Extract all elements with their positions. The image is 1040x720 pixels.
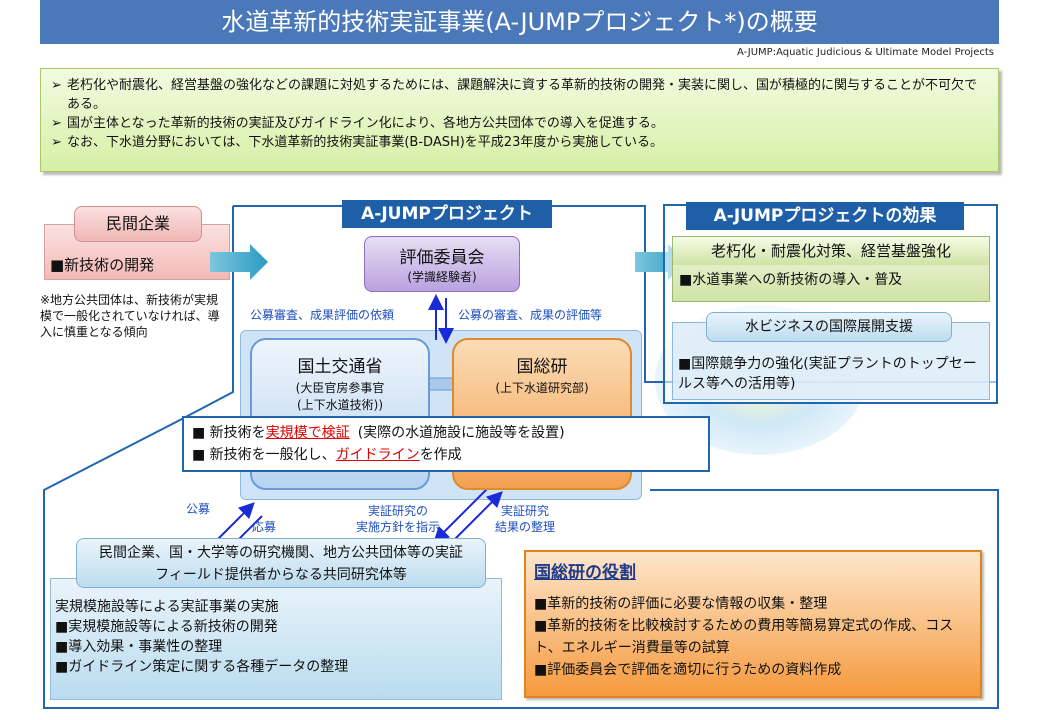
right-arrow-icon (210, 244, 268, 280)
task-2: ■ 新技術を一般化し、ガイドラインを作成 (192, 444, 700, 466)
nilim-role-line: ■革新的技術を比較検討するための費用等簡易算定式の作成、コスト、エネルギー消費量… (534, 618, 954, 656)
summary-panel: ➢ 老朽化や耐震化、経営基盤の強化などの課題に対処するためには、課題解決に資する革… (40, 68, 999, 172)
label-result-1: 実証研究 (500, 504, 549, 518)
summary-bullet: ➢ 老朽化や耐震化、経営基盤の強化などの課題に対処するためには、課題解決に資する革… (51, 76, 988, 114)
label-result: 実証研究 結果の整理 (490, 503, 560, 535)
committee-sub: (学識経験者) (407, 270, 477, 284)
research-line: ■実規模施設等による新技術の開発 (55, 619, 278, 635)
nilim-name: 国総研 (516, 357, 568, 377)
task-text: (実際の水道施設に施設等を設置) (357, 425, 565, 441)
label-request: 公募審査、成果評価の依頼 (250, 308, 395, 322)
research-box: 実規模施設等による実証事業の実施 ■実規模施設等による新技術の開発 ■導入効果・… (50, 578, 502, 700)
task-highlight: 実規模で検証 (265, 425, 350, 441)
nilim-role-box: 国総研の役割 ■革新的技術の評価に必要な情報の収集・整理 ■革新的技術を比較検討… (524, 550, 982, 698)
mlit-sub1: (大臣官房参事官 (295, 381, 385, 395)
task-text: ■ 新技術を (192, 425, 266, 441)
task-highlight: ガイドライン (335, 447, 420, 463)
nilim-role-line: ■革新的技術の評価に必要な情報の収集・整理 (534, 596, 828, 612)
label-koubo: 公募 (186, 502, 211, 516)
research-line: 実規模施設等による実証事業の実施 (55, 599, 279, 615)
summary-text: なお、下水道分野においては、下水道革新的技術実証事業(B-DASH)を平成23年… (67, 135, 663, 150)
label-policy-2: 実施方針を指示 (355, 520, 440, 534)
nilim-role-lines: ■革新的技術の評価に必要な情報の収集・整理 ■革新的技術を比較検討するための費用… (534, 593, 972, 681)
diagonal-arrow-icon (433, 485, 491, 543)
summary-bullet: ➢ 国が主体となった革新的技術の実証及びガイドライン化により、各地方公共団体での導… (51, 114, 988, 133)
label-evaluation: 公募の審査、成果の評価等 (458, 308, 603, 322)
project-title: A-JUMPプロジェクト (342, 200, 552, 228)
private-item: ■新技術の開発 (50, 256, 155, 274)
mlit-sub2: (上下水道技術)) (296, 398, 384, 412)
page-subtitle: A-JUMP:Aquatic Judicious & Ultimate Mode… (737, 47, 994, 58)
research-line: ■ガイドライン策定に関する各種データの整理 (55, 659, 349, 675)
page-title: 水道革新的技術実証事業(A-JUMPプロジェクト*)の概要 (40, 0, 999, 44)
research-line: ■導入効果・事業性の整理 (55, 639, 223, 655)
committee-box: 評価委員会 (学識経験者) (364, 236, 520, 292)
nilim-sub: (上下水道研究部) (495, 381, 589, 395)
research-lines: 実規模施設等による実証事業の実施 ■実規模施設等による新技術の開発 ■導入効果・… (51, 597, 501, 677)
label-result-2: 結果の整理 (494, 520, 555, 534)
summary-bullet: ➢ なお、下水道分野においては、下水道革新的技術実証事業(B-DASH)を平成23… (51, 133, 988, 152)
label-policy-1: 実証研究の (367, 504, 428, 518)
summary-text: 国が主体となった革新的技術の実証及びガイドライン化により、各地方公共団体での導入… (67, 116, 664, 131)
effects-box-1: 老朽化・耐震化対策、経営基盤強化 ■水道事業への新技術の導入・普及 (672, 236, 990, 302)
effects-head-1: 老朽化・耐震化対策、経営基盤強化 (673, 237, 989, 265)
nilim-role-title: 国総研の役割 (534, 563, 636, 583)
committee-name: 評価委員会 (399, 248, 485, 268)
tasks-box: ■ 新技術を実規模で検証 (実際の水道施設に施設等を設置) ■ 新技術を一般化し、… (182, 416, 710, 472)
private-note: ※地方公共団体は、新技術が実規模で一般化されていなければ、導入に慎重となる傾向 (40, 293, 220, 339)
frame-line (43, 206, 999, 709)
effects-item-1: ■水道事業への新技術の導入・普及 (679, 272, 903, 288)
bullet-arrow-icon: ➢ (51, 116, 62, 131)
task-text: ■ 新技術を一般化し、 (192, 447, 336, 463)
mlit-name: 国土交通省 (297, 357, 383, 377)
task-text: を作成 (419, 447, 462, 463)
nilim-role-line: ■評価委員会で評価を適切に行うための資料作成 (534, 662, 842, 678)
summary-text: 老朽化や耐震化、経営基盤の強化などの課題に対処するためには、課題解決に資する革新… (67, 78, 978, 112)
effects-title: A-JUMPプロジェクトの効果 (686, 202, 964, 230)
effects-item-2: ■国際競争力の強化(実証プラントのトップセールス等への活用等) (678, 356, 977, 392)
effects-head-2: 水ビジネスの国際展開支援 (706, 312, 952, 342)
task-1: ■ 新技術を実規模で検証 (実際の水道施設に施設等を設置) (192, 422, 700, 444)
research-title: 民間企業、国・大学等の研究機関、地方公共団体等の実証フィールド提供者からなる共同… (76, 538, 486, 588)
bullet-arrow-icon: ➢ (51, 78, 62, 93)
private-company-title: 民間企業 (74, 206, 202, 242)
bullet-arrow-icon: ➢ (51, 135, 62, 150)
label-oubo: 応募 (252, 520, 277, 534)
label-policy: 実証研究の 実施方針を指示 (350, 503, 446, 535)
